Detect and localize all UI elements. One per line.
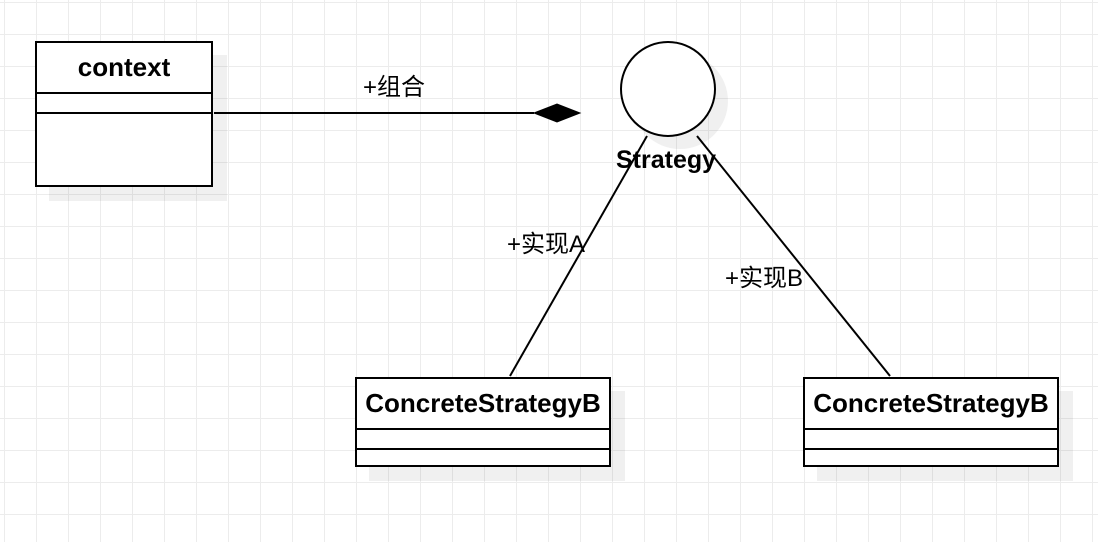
implementation-a-label: +实现A	[507, 231, 586, 258]
class-context-title: context	[37, 43, 211, 94]
class-context-attributes	[37, 94, 211, 114]
interface-strategy-circle[interactable]	[620, 41, 716, 137]
class-concrete-strategy-right-attributes	[805, 430, 1057, 450]
implementation-edge-b	[696, 135, 891, 377]
composition-label: +组合	[363, 74, 426, 101]
class-context[interactable]: context	[35, 41, 213, 187]
class-concrete-strategy-right-title: ConcreteStrategyB	[805, 379, 1057, 430]
implementation-edge-a	[509, 135, 648, 377]
class-context-methods	[37, 114, 211, 185]
class-concrete-strategy-left-attributes	[357, 430, 609, 450]
composition-diamond-icon	[532, 103, 582, 123]
class-concrete-strategy-left-title: ConcreteStrategyB	[357, 379, 609, 430]
interface-strategy-label: Strategy	[616, 146, 717, 174]
class-concrete-strategy-left[interactable]: ConcreteStrategyB	[355, 377, 611, 467]
class-concrete-strategy-right[interactable]: ConcreteStrategyB	[803, 377, 1059, 467]
class-concrete-strategy-left-methods	[357, 450, 609, 465]
class-concrete-strategy-right-methods	[805, 450, 1057, 465]
implementation-b-label: +实现B	[725, 265, 804, 292]
